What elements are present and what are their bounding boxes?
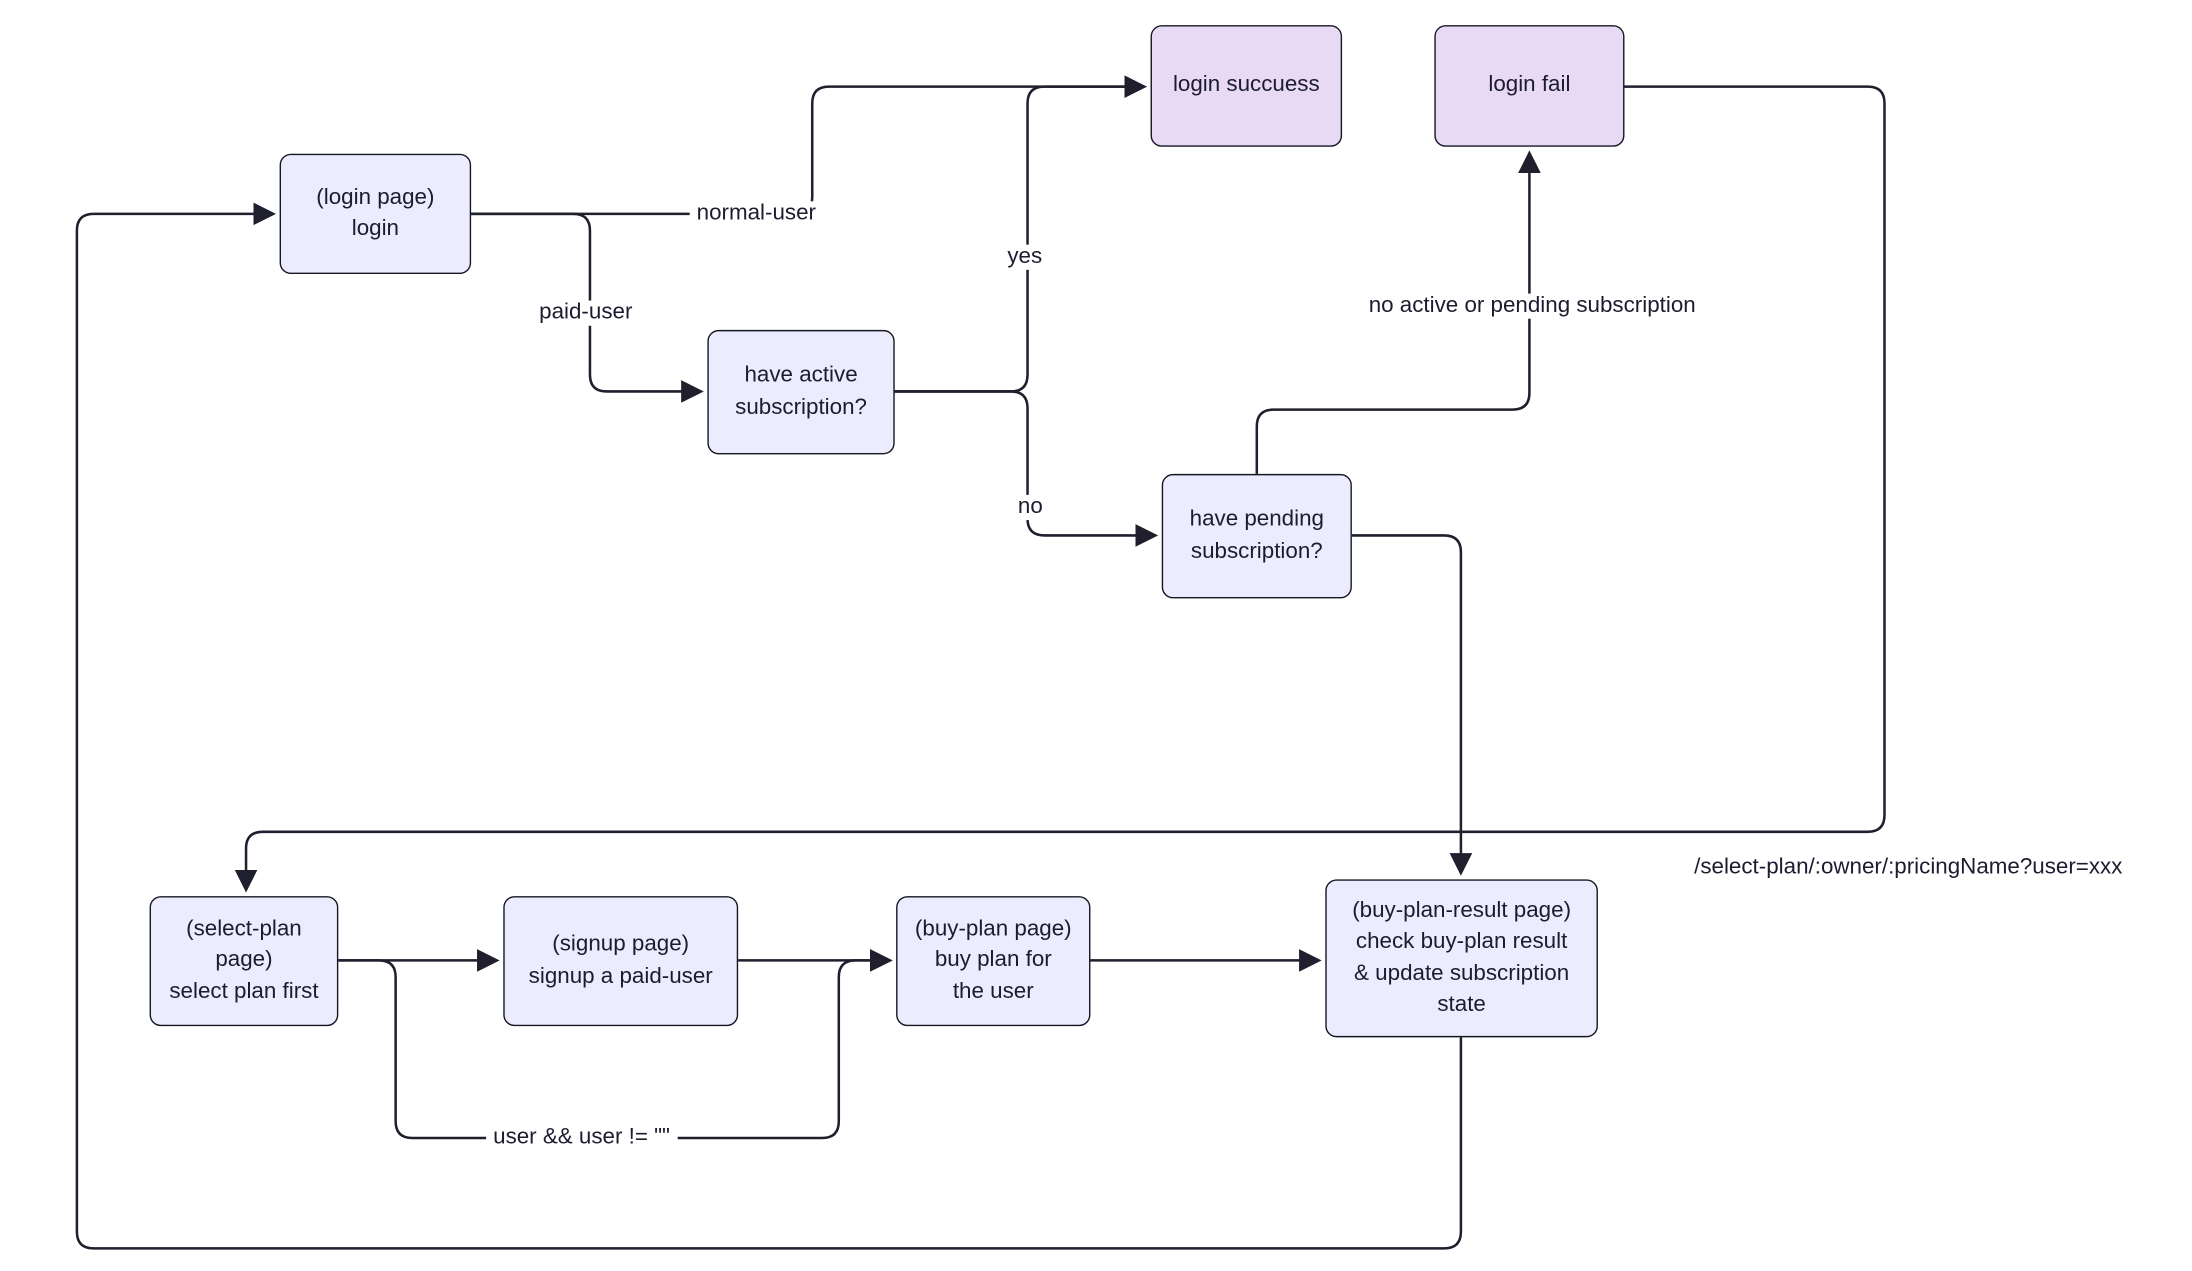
edge-label-user-not-empty: user && user != "" [486,1125,678,1151]
edge-label-no-active-or-pending: no active or pending subscription [1361,293,1703,319]
edge-label-normal-user: normal-user [689,201,823,227]
node-label: login succuess [1172,73,1320,97]
node-label: have active subscription? [735,363,867,419]
node-have-active-subscription: have active subscription? [707,329,895,455]
edge-label-yes: yes [1000,244,1050,270]
node-signup-page: (signup page) signup a paid-user [503,896,739,1027]
edge-label-paid-user: paid-user [532,300,640,326]
node-login-page: (login page) login [279,153,472,275]
node-have-pending-subscription: have pending subscription? [1161,473,1352,599]
edge-label-no: no [1010,494,1050,521]
node-buy-plan-result-page: (buy-plan-result page) check buy-plan re… [1325,879,1598,1038]
node-label: (signup page) signup a paid-user [528,932,713,988]
node-label: login fail [1488,73,1571,97]
edge-have-active-yes-to-login-success [894,75,1147,393]
node-label: (buy-plan-result page) check buy-plan re… [1352,898,1572,1017]
edge-have-pending-to-login-fail [1255,150,1541,474]
edge-login-fail-to-select-plan [234,85,1886,893]
node-login-success: login succuess [1150,25,1343,147]
node-label: (buy-plan page) buy plan for the user [914,916,1072,1004]
edge-buy-plan-result-loop-to-login [75,202,1463,1250]
node-login-fail: login fail [1434,25,1625,147]
node-buy-plan-page: (buy-plan page) buy plan for the user [896,896,1091,1027]
edge-have-active-no-to-have-pending [894,390,1159,547]
node-label: (login page) login [316,185,435,241]
edge-label-select-plan-url: /select-plan/:owner/:pricingName?user=xx… [1687,855,2130,881]
edge-have-pending-to-buy-plan-result [1351,534,1473,876]
node-label: have pending subscription? [1189,507,1324,563]
node-select-plan-page: (select-plan page) select plan first [149,896,339,1027]
node-label: (select-plan page) select plan first [169,916,319,1004]
edge-login-to-login-success [471,75,1147,216]
